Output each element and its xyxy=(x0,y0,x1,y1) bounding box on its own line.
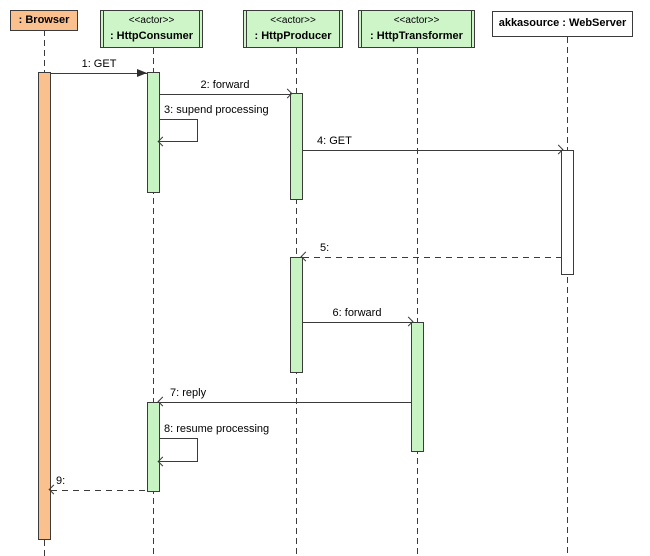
lifeline-http-transformer xyxy=(417,48,418,556)
participant-web-server: akkasource : WebServer xyxy=(492,11,633,37)
message-3-self-loop: 3: supend processing xyxy=(157,104,269,147)
message-8-self-loop: 8: resume processing xyxy=(157,423,269,467)
participant-http-producer-name: : HttpProducer xyxy=(254,30,332,42)
message-7-label: 7: reply xyxy=(170,387,207,399)
lifeline-web-server xyxy=(567,37,568,556)
participant-http-transformer-name: : HttpTransformer xyxy=(370,30,463,42)
activation-http-consumer-2 xyxy=(147,402,160,492)
message-9-label: 9: xyxy=(56,475,66,487)
message-1-line xyxy=(51,73,147,74)
activation-http-producer-2 xyxy=(290,257,303,373)
participant-http-transformer: <<actor>> : HttpTransformer xyxy=(358,10,475,48)
lifeline-http-consumer xyxy=(153,48,154,556)
message-8-label: 8: resume processing xyxy=(164,423,270,435)
message-4-line xyxy=(303,150,561,151)
message-2-label: 2: forward xyxy=(200,79,250,91)
message-4-label: 4: GET xyxy=(317,135,352,147)
activation-browser xyxy=(38,72,51,540)
message-3-label: 3: supend processing xyxy=(164,104,269,116)
participant-http-consumer: <<actor>> : HttpConsumer xyxy=(100,10,203,48)
participant-http-transformer-stereotype: <<actor>> xyxy=(393,15,440,26)
participant-http-consumer-name: : HttpConsumer xyxy=(109,30,194,42)
message-6-label: 6: forward xyxy=(332,307,382,319)
message-2-line xyxy=(160,94,290,95)
participant-http-producer-stereotype: <<actor>> xyxy=(270,15,316,26)
arrowhead-filled-right-icon xyxy=(137,69,147,77)
participant-browser-name: : Browser xyxy=(18,14,70,26)
activation-http-producer-1 xyxy=(290,93,303,200)
message-5-line xyxy=(303,257,561,258)
message-7-line xyxy=(160,402,411,403)
message-1-label: 1: GET xyxy=(81,58,117,70)
activation-http-consumer-1 xyxy=(147,72,160,193)
message-5-label: 5: xyxy=(320,242,330,254)
participant-browser: : Browser xyxy=(10,10,78,31)
activation-http-transformer xyxy=(411,322,424,452)
message-6-line xyxy=(303,322,411,323)
message-9-line xyxy=(51,490,147,491)
participant-http-consumer-stereotype: <<actor>> xyxy=(128,15,175,26)
participant-http-producer: <<actor>> : HttpProducer xyxy=(243,10,343,48)
participant-web-server-name: akkasource : WebServer xyxy=(498,17,627,29)
activation-web-server xyxy=(561,150,574,275)
